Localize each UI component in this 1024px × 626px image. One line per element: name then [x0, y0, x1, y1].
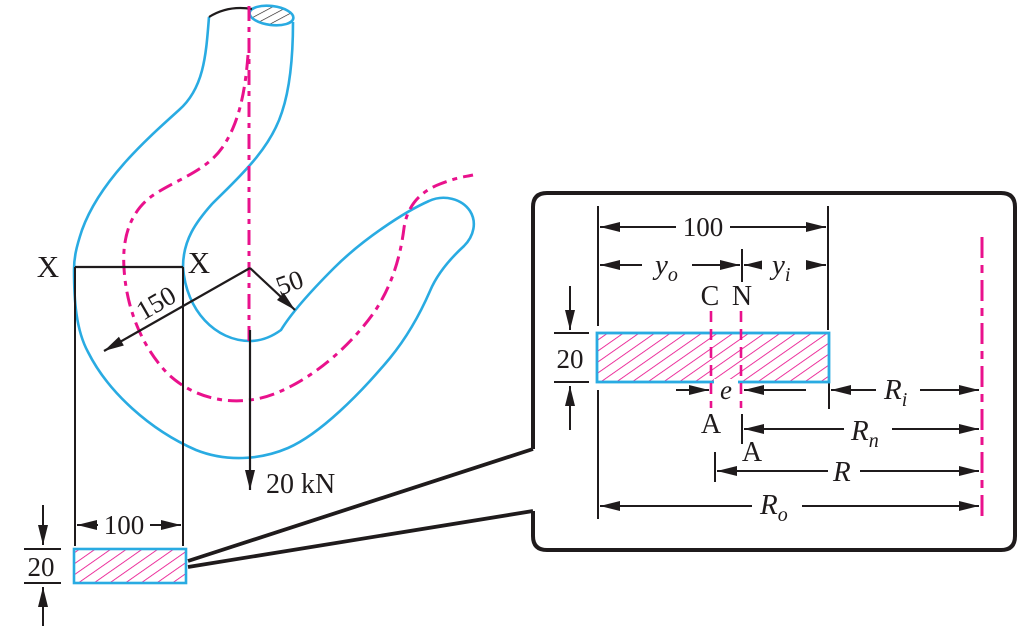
detail-view: 100 yo yi C N 20 e A A Ri — [531, 191, 1017, 552]
detail-callout — [187, 447, 534, 569]
ri-label: Ri — [883, 374, 907, 411]
ro-label: Ro — [759, 489, 788, 526]
callout-line-upper — [187, 447, 534, 563]
section-a-label-bottom: A — [742, 437, 763, 468]
yi-label-bg — [762, 249, 806, 279]
radius-50-label: 50 — [272, 264, 308, 301]
ri-label-bg — [876, 374, 920, 405]
section-label-right: X — [188, 245, 210, 280]
detail-box-border — [531, 191, 1017, 552]
hook-pictorial: X X 150 50 20 kN 100 20 — [24, 4, 476, 626]
hook-outline — [72, 16, 476, 460]
ecc-label-bg — [714, 379, 738, 401]
ro-label-bg — [752, 488, 802, 523]
callout-line-lower — [187, 509, 534, 569]
section-rect-small — [72, 547, 188, 585]
ecc-label: e — [720, 375, 732, 405]
shank-cut-hatch — [248, 4, 295, 27]
radius-150-arrow — [103, 267, 251, 352]
neutral-axis-label: N — [732, 281, 752, 312]
yo-label: yo — [652, 249, 678, 286]
detail-thickness-label: 20 — [557, 344, 584, 374]
thickness-label: 20 — [28, 552, 55, 582]
radius-50-arrow — [249, 267, 296, 311]
load-label: 20 kN — [266, 469, 335, 500]
detail-width-label-bg — [676, 211, 730, 239]
width-label-bg — [98, 511, 150, 539]
r-label-bg — [828, 456, 860, 486]
hook-curved-centerline — [122, 54, 474, 403]
section-label-left: X — [37, 249, 59, 284]
section-a-label-top: A — [701, 409, 722, 440]
radius-150-label: 150 — [131, 280, 181, 326]
r-label: R — [832, 456, 851, 488]
rn-label-bg — [844, 414, 892, 446]
rn-label: Rn — [850, 415, 879, 452]
shank-back-edge — [208, 6, 253, 18]
centroid-label: C — [701, 281, 720, 312]
yo-label-bg — [642, 249, 692, 279]
section-rect-detail — [595, 331, 831, 384]
detail-width-label: 100 — [683, 212, 724, 242]
yi-label: yi — [769, 249, 790, 286]
width-label: 100 — [104, 510, 145, 540]
